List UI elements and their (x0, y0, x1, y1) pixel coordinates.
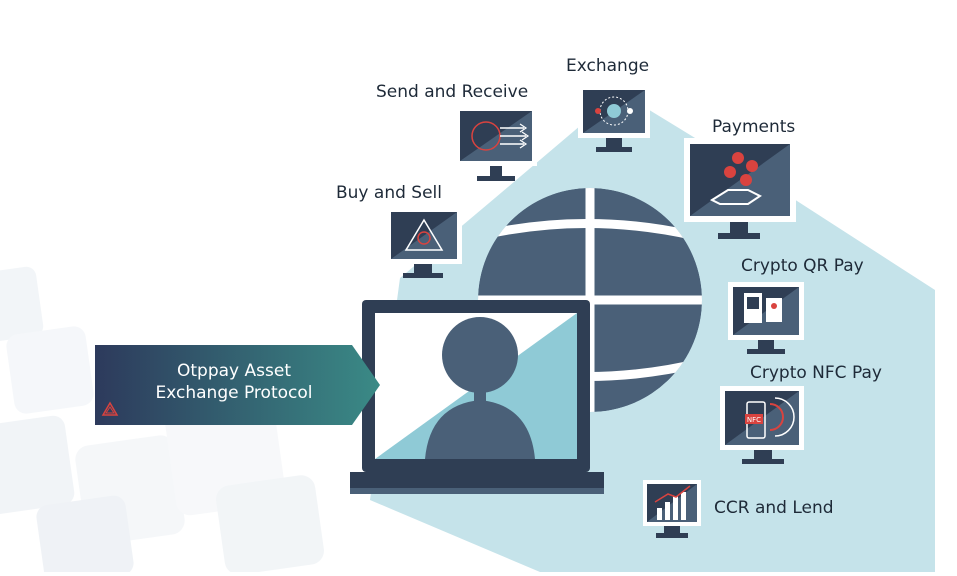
label-crypto-qr: Crypto QR Pay (741, 256, 864, 276)
user-avatar-icon (425, 317, 535, 459)
otppay-logo-icon (101, 401, 119, 416)
crypto-qr-monitor (728, 282, 804, 354)
send-receive-monitor (455, 106, 537, 181)
payments-monitor (684, 138, 796, 239)
banner-title: Otppay Asset Exchange Protocol (104, 360, 364, 404)
buy-sell-monitor (386, 208, 462, 278)
nfc-badge: NFC (747, 416, 761, 424)
label-ccr-lend: CCR and Lend (714, 498, 834, 518)
laptop (350, 300, 604, 494)
crypto-nfc-monitor: NFC (720, 386, 804, 464)
banner-line-1: Otppay Asset (177, 361, 291, 381)
label-exchange: Exchange (566, 56, 650, 76)
label-payments: Payments (712, 117, 796, 137)
label-send-receive: Send and Receive (376, 82, 529, 102)
protocol-banner (95, 345, 380, 425)
banner-line-2: Exchange Protocol (155, 383, 313, 403)
label-buy-sell: Buy and Sell (336, 183, 442, 203)
ccr-lend-monitor (643, 480, 701, 538)
label-crypto-nfc: Crypto NFC Pay (750, 363, 882, 383)
exchange-monitor (578, 86, 650, 152)
